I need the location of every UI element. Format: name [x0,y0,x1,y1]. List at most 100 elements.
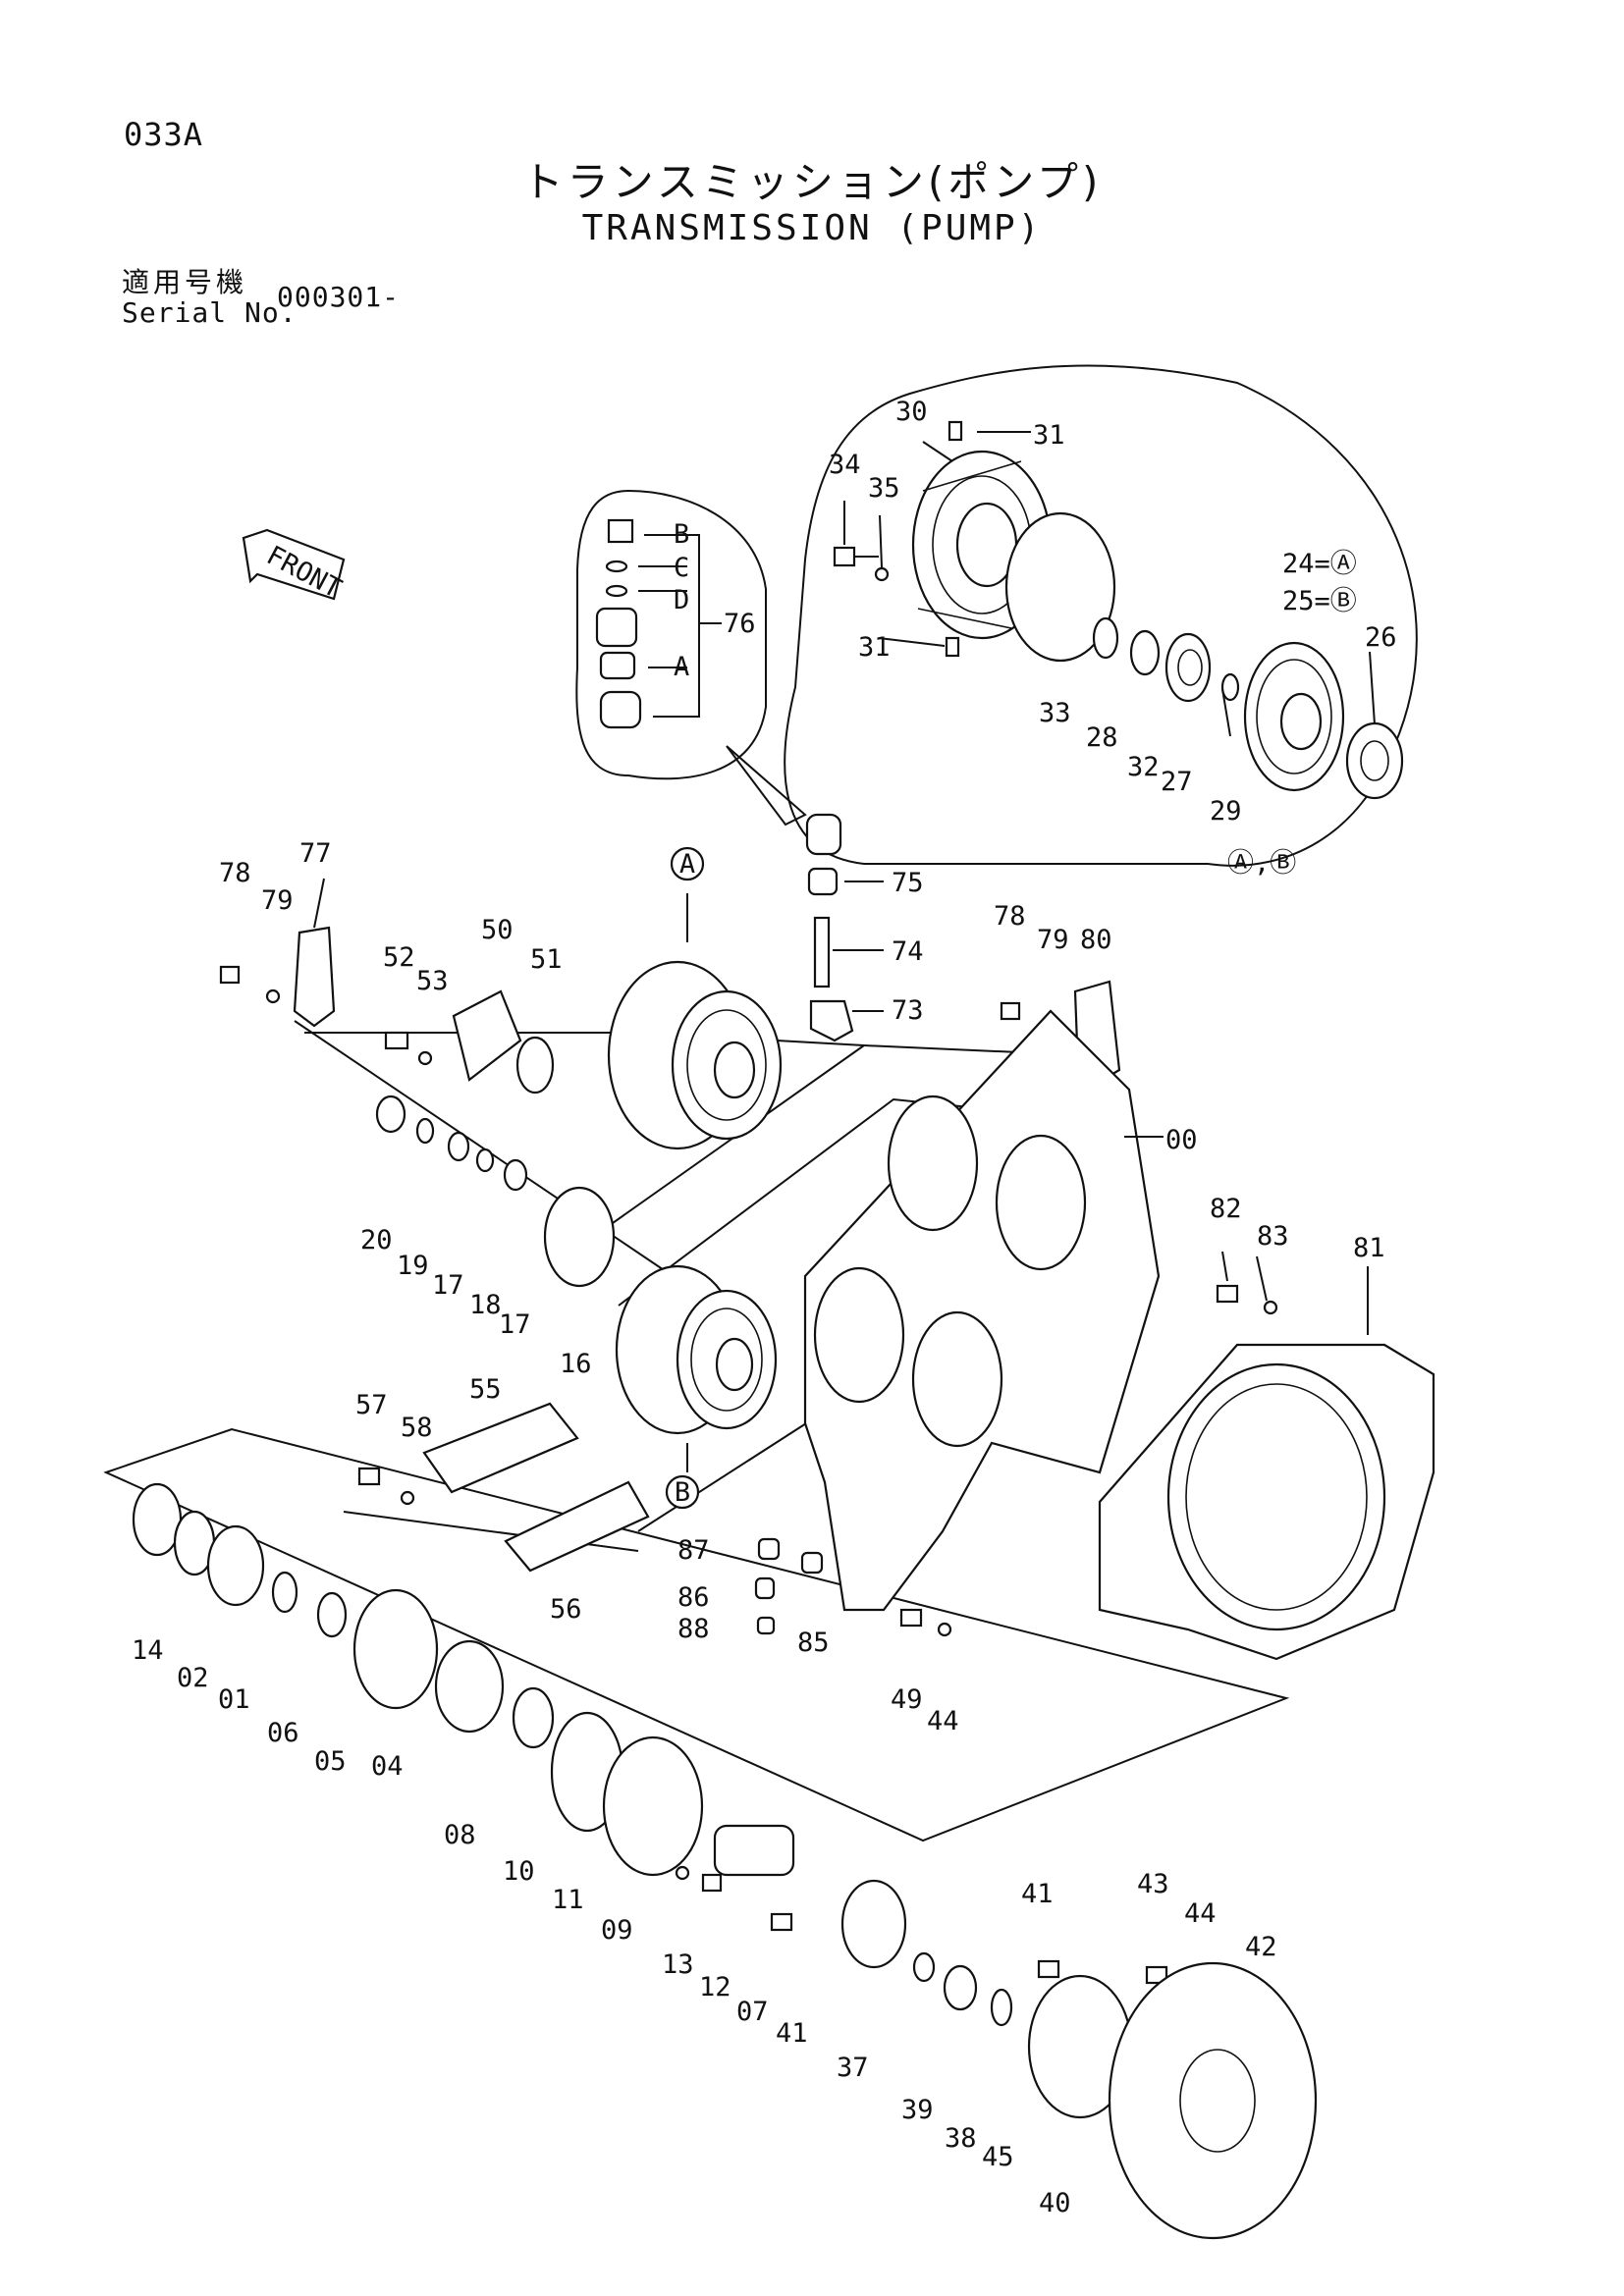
part-82-bolt [1216,1284,1239,1304]
part-53-washer [417,1050,433,1066]
label-31b: 31 [858,632,891,663]
part-79-washer [265,988,281,1004]
label-28: 28 [1086,722,1118,753]
inset-body-a [599,651,636,680]
part-43-bolt [1145,1965,1168,1985]
label-05: 05 [314,1746,347,1777]
label-39: 39 [901,2095,934,2125]
label-49: 49 [891,1684,923,1715]
part-38-seal [943,1964,978,2011]
part-35-washer [874,566,890,582]
label-41b: 41 [1021,1879,1054,1909]
callout-24-equals-a: 24=Ⓐ [1282,549,1357,579]
inset-letter-c: C [674,553,689,583]
label-20: 20 [360,1225,393,1255]
cover-50-group [384,989,555,1095]
part-77-bracket [293,926,336,1028]
label-37: 37 [837,2053,869,2083]
part-29-o-ring [1220,672,1240,702]
inset-washer-d [605,584,628,598]
part-05-spacer [316,1591,348,1638]
part-26-bearing [1345,721,1404,800]
label-11: 11 [552,1885,584,1915]
label-19: 19 [397,1251,429,1281]
label-83: 83 [1257,1221,1289,1252]
label-85: 85 [797,1628,830,1658]
label-18: 18 [469,1290,502,1320]
part-83-washer [1263,1300,1278,1315]
label-06: 06 [267,1718,299,1748]
label-27: 27 [1161,767,1193,797]
part-45-snap-ring [990,1988,1013,2027]
label-77: 77 [299,838,332,869]
part-85-fitting [800,1551,824,1575]
part-50-cover [452,989,522,1082]
label-41a: 41 [776,2018,808,2049]
label-80: 80 [1080,925,1112,955]
label-38: 38 [945,2123,977,2154]
part-27-bearing [1164,632,1212,703]
label-75: 75 [892,868,924,898]
label-55: 55 [469,1374,502,1405]
label-74: 74 [892,936,924,967]
label-10: 10 [503,1856,535,1887]
pump-gear-assembly-a [607,960,783,1150]
part-86-fitting [754,1576,776,1600]
inset-letter-d: D [674,585,689,615]
callout-25-equals-b: 25=Ⓑ [1282,586,1357,616]
part-81-bell-housing [1098,1343,1435,1661]
serial-label-japanese: 適用号機 [122,266,248,298]
label-58: 58 [401,1413,433,1443]
label-26: 26 [1365,622,1397,653]
label-13: 13 [662,1949,694,1980]
part-31-plug-bottom [945,636,960,658]
part-01-bearing [206,1524,265,1607]
label-33: 33 [1039,698,1071,728]
part-04-gear [352,1588,439,1710]
part-07-shaft [713,1824,795,1877]
label-07: 07 [736,1997,769,2027]
label-79a: 79 [261,885,294,916]
label-35: 35 [868,473,900,504]
part-33-o-ring [1004,511,1116,663]
output-train [132,1482,1318,2240]
inset-letter-a: A [674,652,689,682]
label-09: 09 [601,1915,633,1946]
callout-b-marker: B [665,1474,700,1510]
label-17b: 17 [499,1309,531,1340]
label-30: 30 [895,397,928,427]
inset-washer-c [605,560,628,573]
part-18-spacer [475,1148,495,1173]
callout-a-marker: A [670,846,705,881]
label-52: 52 [383,942,415,973]
label-31a: 31 [1033,420,1065,451]
part-24-25-gear [1243,641,1345,792]
label-02: 02 [177,1663,209,1693]
part-20-seal [375,1095,406,1134]
part-51-o-ring [515,1036,555,1095]
part-06-snap-ring [271,1571,298,1614]
part-56-gasket [504,1480,650,1573]
label-50: 50 [481,915,514,945]
title-japanese: トランスミッション(ポンプ) [521,158,1103,206]
front-arrow [242,528,346,601]
fitting-column [805,813,884,1042]
svg-text:A: A [679,849,695,880]
part-00-main-housing [803,1009,1161,1612]
part-78-bolt [219,965,241,985]
label-14: 14 [132,1635,164,1666]
label-81: 81 [1353,1233,1385,1263]
part-49-bolt [899,1608,923,1628]
label-40: 40 [1039,2188,1071,2218]
part-13-washer [675,1865,690,1881]
label-44a: 44 [927,1706,959,1736]
part-32-spacer [1129,629,1161,676]
label-73: 73 [892,995,924,1026]
label-57: 57 [355,1390,388,1420]
part-17-bearing [447,1131,470,1162]
label-34: 34 [829,450,861,480]
part-17b-bearing [503,1158,528,1192]
label-78b: 78 [994,901,1026,932]
label-87: 87 [677,1535,710,1566]
